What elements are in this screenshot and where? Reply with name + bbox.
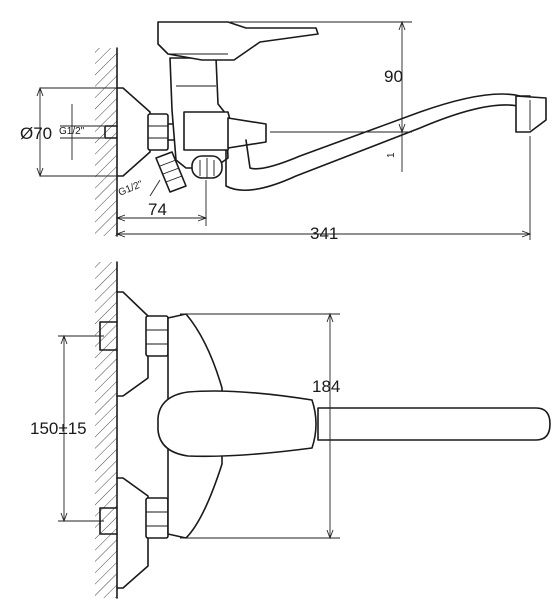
dim-thread-bottom: G1/2": [117, 179, 161, 199]
dim-flange-diameter-label: Ø70: [20, 124, 52, 143]
shower-outlet: [155, 151, 187, 193]
spout-front: [317, 407, 551, 441]
dim-eccentric-74-label: 74: [148, 200, 167, 219]
wall-flange: [116, 87, 151, 177]
hex-nut: [147, 113, 169, 151]
dim-thread-top: G1/2": [59, 104, 104, 160]
dim-thread-top-label: G1/2": [59, 126, 85, 137]
body-ring: [183, 111, 233, 151]
handle-front: [157, 390, 317, 458]
wall-top: [95, 47, 118, 237]
dim-flange-diameter: Ø70: [20, 86, 117, 178]
dim-body-height-184: 184: [180, 312, 340, 540]
dim-height-90-label: 90: [384, 67, 403, 86]
dim-spout-length-label: 341: [310, 224, 338, 243]
handle-lever: [157, 21, 319, 61]
dim-spout-length-341: 341: [115, 136, 532, 243]
side-view: Ø70 G1/2" G1/2" 90 1: [20, 20, 547, 243]
dim-spout-offset-label: 1: [386, 152, 397, 158]
dim-body-height-label: 184: [312, 377, 340, 396]
inlet-lower: [99, 477, 169, 589]
front-view: 184 150±15: [30, 261, 551, 599]
aerator: [515, 95, 547, 133]
dim-spout-offset: 1: [386, 132, 403, 172]
dim-eccentric-74: 74: [115, 180, 208, 226]
valve-knob: [191, 155, 223, 179]
spout-collar: [227, 117, 267, 149]
dim-center-distance: 150±15: [30, 334, 104, 523]
wall-pipe: [104, 125, 118, 139]
wall-bottom: [95, 261, 118, 599]
dim-height-90: 90: [230, 20, 412, 134]
inlet-upper: [99, 291, 169, 397]
dim-thread-bottom-label: G1/2": [117, 179, 145, 199]
dim-center-distance-label: 150±15: [30, 419, 87, 438]
spout: [225, 104, 531, 192]
